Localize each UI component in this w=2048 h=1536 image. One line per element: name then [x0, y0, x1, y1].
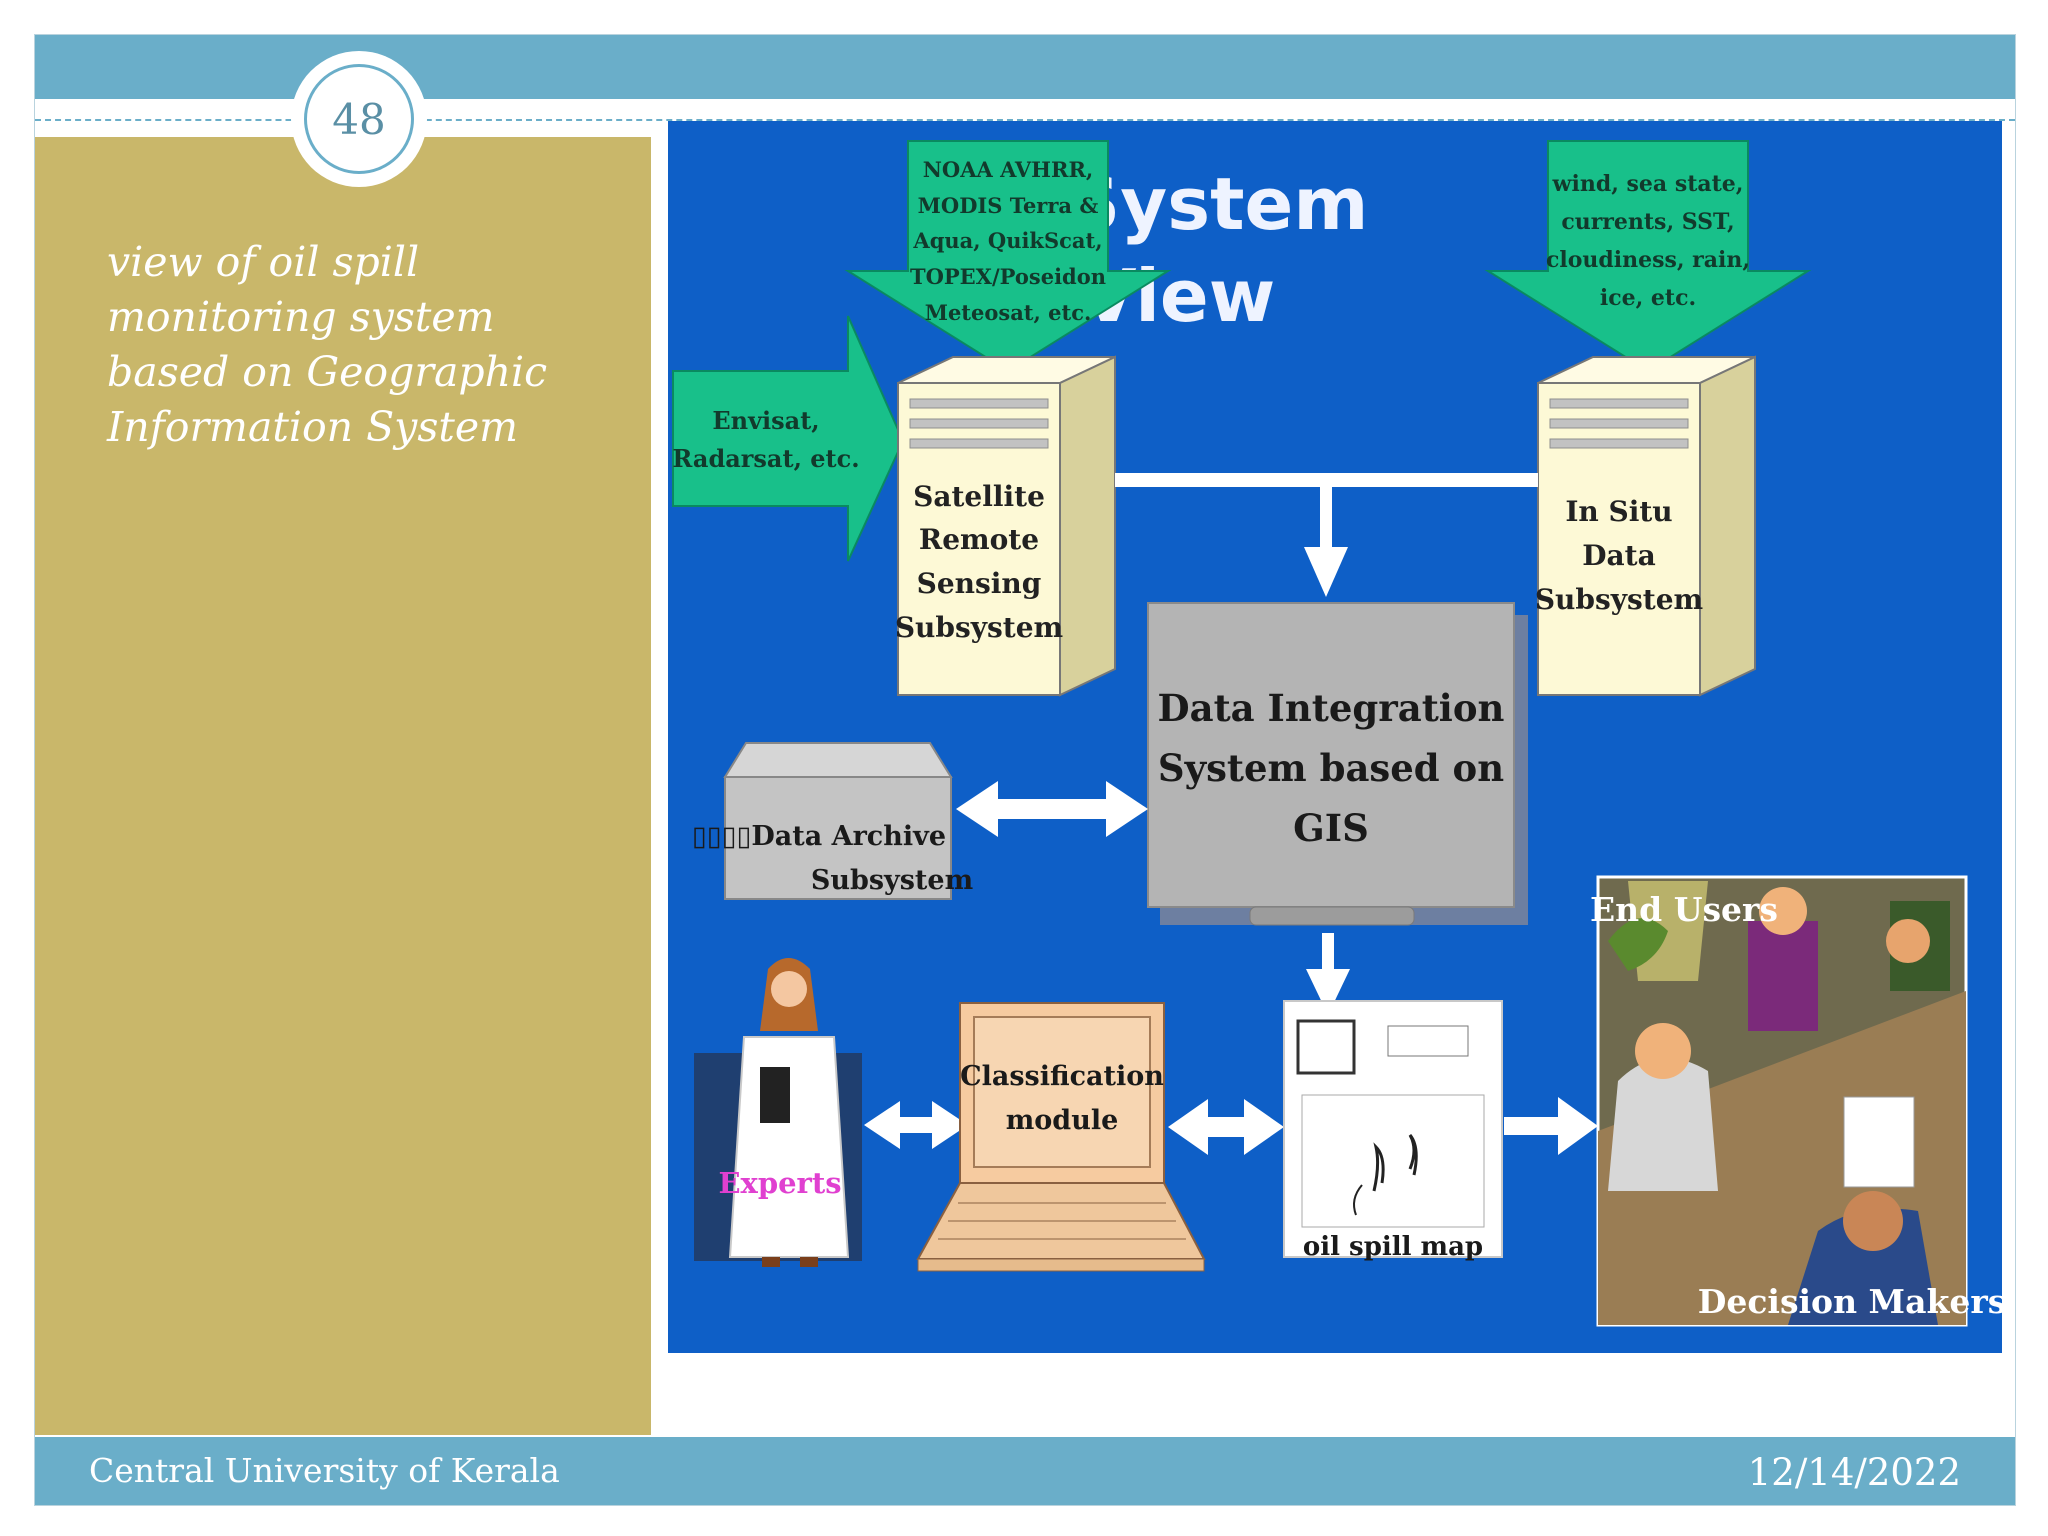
slide-number: 48	[304, 64, 414, 174]
footer-date: 12/14/2022	[1747, 1451, 1961, 1494]
map-arrow-stem	[1322, 933, 1334, 971]
end-users-label: End Users	[1590, 890, 1778, 929]
classification-module-line-1: Classification	[960, 1061, 1164, 1092]
classification-map-arrow	[1168, 1099, 1284, 1155]
diagram-canvas: A System View NOAA AVHRR, MODIS Terra & …	[672, 140, 2002, 1327]
classification-module-line-2: module	[1006, 1105, 1119, 1136]
satellite-server	[897, 355, 1116, 697]
satellite-subsystem-line-1: Satellite	[913, 480, 1045, 513]
integration-system-line-3: GIS	[1293, 806, 1369, 850]
connector-down-stem	[1320, 487, 1332, 549]
insitu-source-1: wind, sea state,	[1552, 171, 1744, 197]
satellite-source-1: NOAA AVHRR,	[923, 157, 1094, 182]
end-users-arrow-stem	[1504, 1117, 1560, 1135]
slide-title: view of oil spill monitoring system base…	[107, 238, 548, 451]
connector-down-arrowhead	[1304, 547, 1348, 597]
satellite-source-5: Meteosat, etc.	[925, 300, 1092, 325]
integration-system-line-2: System based on	[1158, 746, 1504, 790]
left-panel	[35, 137, 651, 1435]
sar-sources-arrow	[672, 315, 905, 562]
archive-integration-arrow	[956, 781, 1148, 837]
archive-box	[724, 776, 952, 900]
sar-source-1: Envisat,	[712, 406, 819, 435]
satellite-sources-arrow	[844, 140, 1172, 373]
insitu-source-3: cloudiness, rain,	[1546, 247, 1750, 273]
sar-source-2: Radarsat, etc.	[672, 444, 859, 473]
archive-top	[723, 742, 953, 778]
experts-label: Experts	[718, 1166, 841, 1200]
system-view-diagram: A System View NOAA AVHRR, MODIS Terra & …	[668, 121, 2002, 1353]
insitu-source-4: ice, etc.	[1600, 285, 1696, 311]
decision-makers-label: Decision Makers	[1698, 1282, 2002, 1321]
oil-spill-map-graphic	[1296, 1019, 1485, 1228]
integration-box	[1147, 602, 1515, 908]
integration-box-base	[1249, 906, 1415, 926]
footer-institution: Central University of Kerala	[89, 1451, 560, 1490]
satellite-subsystem-line-2: Remote	[919, 523, 1039, 556]
doctor-figure	[728, 958, 850, 1267]
server-connector-bar	[1115, 473, 1538, 487]
satellite-source-3: Aqua, QuikScat,	[912, 228, 1102, 253]
meeting-illustration	[1598, 881, 1966, 1325]
satellite-source-4: TOPEX/Poseidon	[910, 264, 1106, 289]
end-users-arrowhead	[1558, 1097, 1598, 1155]
insitu-subsystem-line-1: In Situ	[1565, 495, 1672, 528]
archive-subsystem-line-2: Subsystem	[811, 865, 973, 896]
map-arrow-arrowhead	[1306, 969, 1350, 1015]
insitu-subsystem-line-3: Subsystem	[1535, 583, 1703, 616]
insitu-server	[1537, 355, 1756, 697]
insitu-subsystem-line-2: Data	[1582, 539, 1656, 572]
slide-footer: Central University of Kerala 12/14/2022	[35, 1437, 2015, 1505]
laptop	[916, 1002, 1206, 1272]
oil-spill-map-label: oil spill map	[1303, 1232, 1483, 1262]
slide-number-badge: 48	[291, 51, 427, 187]
archive-subsystem-line-1: ▯▯▯▯Data Archive	[692, 821, 946, 852]
satellite-subsystem-line-3: Sensing	[917, 567, 1042, 600]
integration-system-line-1: Data Integration	[1158, 686, 1505, 730]
satellite-source-2: MODIS Terra &	[918, 193, 1099, 218]
satellite-subsystem-line-4: Subsystem	[895, 611, 1063, 644]
header-divider	[35, 119, 2015, 121]
insitu-source-2: currents, SST,	[1561, 209, 1734, 235]
slide-frame: view of oil spill monitoring system base…	[34, 34, 2016, 1506]
insitu-sources-arrow	[1484, 140, 1812, 373]
experts-classification-arrow	[864, 1101, 968, 1149]
